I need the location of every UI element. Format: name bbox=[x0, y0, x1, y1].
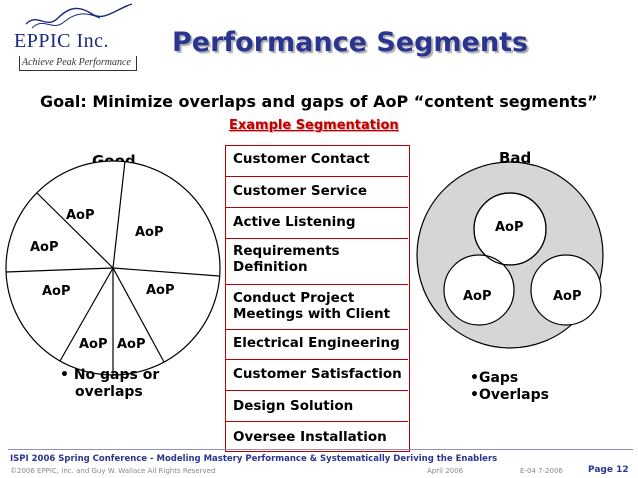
bullet-dot-icon: • bbox=[470, 370, 479, 386]
logo-name: EPPIC Inc. bbox=[14, 30, 109, 52]
slide-title: Performance Segments bbox=[172, 27, 529, 58]
segment-row: Customer Satisfaction bbox=[226, 360, 408, 391]
segment-text: Customer Satisfaction bbox=[233, 366, 402, 382]
footer-divider bbox=[8, 449, 633, 450]
segment-row: Electrical Engineering bbox=[226, 330, 408, 360]
good-bullet-line1: No gaps or bbox=[73, 367, 160, 383]
bad-outer-circle bbox=[416, 161, 604, 349]
pie-divider bbox=[5, 267, 114, 273]
bullet-dot-icon: • bbox=[470, 387, 479, 403]
segmentation-list: Customer Contact Customer Service Active… bbox=[225, 145, 410, 452]
segment-text: Customer Service bbox=[233, 183, 367, 199]
pie-slice-label: AoP bbox=[42, 284, 71, 299]
good-bullet: • No gaps or overlaps bbox=[60, 367, 159, 401]
good-pie-outline bbox=[5, 160, 221, 376]
good-bullet-line2: overlaps bbox=[75, 384, 143, 400]
segment-row: Customer Service bbox=[226, 177, 408, 208]
logo-tagline-frame bbox=[19, 56, 137, 71]
segment-row: Active Listening bbox=[226, 208, 408, 239]
segment-text: Active Listening bbox=[233, 214, 356, 230]
segment-text: Requirements bbox=[233, 243, 340, 259]
bad-heading: Bad bbox=[499, 149, 532, 167]
bad-bullet: •Gaps bbox=[470, 370, 549, 387]
segment-text: Oversee Installation bbox=[233, 429, 387, 445]
bad-bullet: •Overlaps bbox=[470, 387, 549, 404]
good-heading: Good bbox=[92, 152, 136, 170]
pie-divider bbox=[112, 267, 220, 277]
pie-slice-label: AoP bbox=[79, 337, 108, 352]
pie-divider bbox=[112, 160, 126, 269]
pie-slice-label: AoP bbox=[30, 240, 59, 255]
segment-text: Definition bbox=[233, 259, 308, 275]
logo-squiggle-icon bbox=[25, 3, 133, 29]
pie-divider bbox=[36, 192, 114, 269]
footer-conference: ISPI 2006 Spring Conference - Modeling M… bbox=[10, 454, 498, 464]
segment-text: Conduct Project bbox=[233, 290, 355, 306]
pie-slice-label: AoP bbox=[135, 225, 164, 240]
bad-bullet-text: Gaps bbox=[478, 370, 519, 386]
bad-circle-label: AoP bbox=[463, 289, 492, 304]
bad-bullets: •Gaps •Overlaps bbox=[470, 370, 549, 404]
bad-circle-label: AoP bbox=[553, 289, 582, 304]
footer-date: April 2006 bbox=[427, 467, 464, 475]
pie-slice-label: AoP bbox=[117, 337, 146, 352]
goal-text: Goal: Minimize overlaps and gaps of AoP … bbox=[40, 92, 598, 111]
segment-row: Design Solution bbox=[226, 391, 408, 422]
segment-row: Oversee Installation bbox=[226, 422, 408, 452]
footer-page-number: Page 12 bbox=[588, 465, 629, 475]
bullet-dot-icon: • bbox=[60, 367, 74, 383]
segment-text: Customer Contact bbox=[233, 151, 370, 167]
segment-text: Electrical Engineering bbox=[233, 335, 400, 351]
example-segmentation-heading: Example Segmentation bbox=[229, 118, 399, 133]
pie-slice-label: AoP bbox=[66, 208, 95, 223]
segment-text: Design Solution bbox=[233, 398, 354, 414]
segment-row: Customer Contact bbox=[226, 146, 408, 177]
footer-copyright: ©2006 EPPIC, Inc. and Guy W. Wallace All… bbox=[10, 467, 216, 475]
logo-tagline: Achieve Peak Performance bbox=[22, 57, 131, 68]
bad-bullet-text: Overlaps bbox=[478, 387, 549, 403]
segment-text: Meetings with Client bbox=[233, 306, 391, 322]
footer-code: E-04 7-2006 bbox=[520, 467, 563, 475]
bad-circle-label: AoP bbox=[495, 220, 524, 235]
pie-slice-label: AoP bbox=[146, 283, 175, 298]
